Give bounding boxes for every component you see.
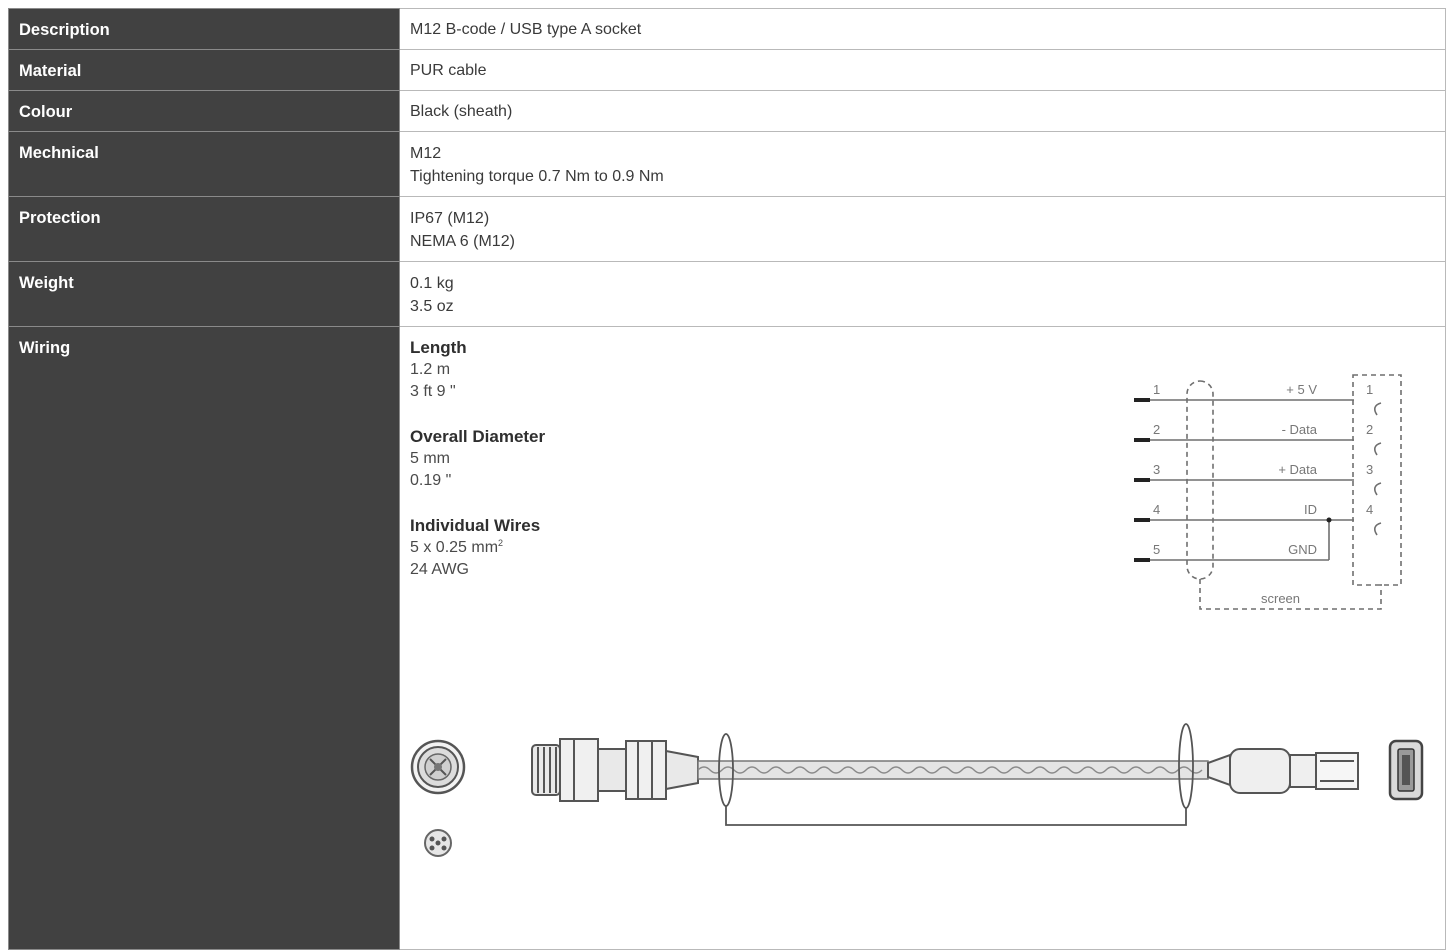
spec-value: M12 Tightening torque 0.7 Nm to 0.9 Nm [399, 131, 1446, 197]
spec-table: Description M12 B-code / USB type A sock… [8, 8, 1446, 950]
pin-stub-5 [1134, 558, 1150, 562]
diameter-imperial: 0.19 " [410, 472, 452, 489]
wiring-cell: Length 1.2 m 3 ft 9 " Overall Diameter 5… [399, 326, 1446, 950]
screen-label: screen [1261, 591, 1300, 606]
signal-label: GND [1288, 542, 1317, 557]
spec-value: M12 B-code / USB type A socket [399, 8, 1446, 50]
spec-value: Black (sheath) [399, 90, 1446, 132]
spec-value-line: Tightening torque 0.7 Nm to 0.9 Nm [410, 168, 664, 185]
m12-pin-face-icon [424, 829, 452, 857]
spec-row-wiring: Wiring Length 1.2 m 3 ft 9 " Overall Dia… [8, 326, 1446, 950]
signal-label: ID [1304, 502, 1317, 517]
spec-value: 0.1 kg 3.5 oz [399, 261, 1446, 327]
length-block: Length 1.2 m 3 ft 9 " [410, 337, 1435, 403]
right-pin-label: 4 [1366, 502, 1373, 517]
diameter-block: Overall Diameter 5 mm 0.19 " [410, 426, 1435, 492]
spec-label: Wiring [8, 326, 400, 950]
spec-value-line: M12 B-code / USB type A socket [410, 21, 642, 38]
spec-value-line: 3.5 oz [410, 298, 454, 315]
diameter-heading: Overall Diameter [410, 427, 546, 446]
screen-shield [1186, 380, 1214, 580]
spec-value-line: NEMA 6 (M12) [410, 233, 515, 250]
spec-value: PUR cable [399, 49, 1446, 91]
spec-row-material: Material PUR cable [8, 49, 1446, 91]
left-pin-label: 4 [1153, 502, 1160, 517]
socket-contact-3 [1373, 482, 1382, 496]
signal-label: + 5 V [1286, 382, 1317, 397]
right-pin-label: 3 [1366, 462, 1373, 477]
squared-superscript: 2 [498, 538, 504, 548]
m12-face-icon [410, 739, 466, 795]
spec-label: Material [8, 49, 400, 91]
length-dimension [718, 723, 1194, 826]
usb-plug-drawing [1207, 748, 1359, 794]
wires-block: Individual Wires 5 x 0.25 mm2 24 AWG [410, 515, 1435, 581]
pin-stub-1 [1134, 398, 1150, 402]
diameter-metric: 5 mm [410, 450, 450, 467]
spec-label: Mechnical [8, 131, 400, 197]
left-pin-label: 2 [1153, 422, 1160, 437]
cable-drawing [410, 723, 1424, 857]
socket-contact-1 [1373, 402, 1382, 416]
left-pin-label: 5 [1153, 542, 1160, 557]
right-pin-label: 2 [1366, 422, 1373, 437]
socket-contact-4 [1373, 522, 1382, 536]
wires-cross-section: 5 x 0.25 mm2 [410, 537, 1435, 559]
socket-contact-2 [1373, 442, 1382, 456]
spec-value-line: Black (sheath) [410, 103, 513, 120]
usb-socket-face-icon [1388, 739, 1424, 801]
right-pin-label: 1 [1366, 382, 1373, 397]
signal-label: + Data [1278, 462, 1317, 477]
spec-label: Colour [8, 90, 400, 132]
pin-stub-2 [1134, 438, 1150, 442]
signal-label: - Data [1282, 422, 1318, 437]
spec-row-colour: Colour Black (sheath) [8, 90, 1446, 132]
length-heading: Length [410, 338, 467, 357]
spec-label: Protection [8, 196, 400, 262]
screen-return [1199, 579, 1382, 610]
junction-dot [1326, 517, 1332, 523]
left-pin-label: 1 [1153, 382, 1160, 397]
spec-label: Weight [8, 261, 400, 327]
spec-value-line: IP67 (M12) [410, 210, 490, 227]
page: { "rows": [ {"label": "Description", "va… [8, 8, 1446, 950]
spec-value-line: 0.1 kg [410, 275, 454, 292]
wires-cross-section-value: 5 x 0.25 mm [410, 539, 499, 556]
spec-row-protection: Protection IP67 (M12) NEMA 6 (M12) [8, 196, 1446, 262]
length-metric: 1.2 m [410, 361, 451, 378]
pin-stub-4 [1134, 518, 1150, 522]
spec-label: Description [8, 8, 400, 50]
pin-stub-3 [1134, 478, 1150, 482]
cable-body [697, 760, 1209, 780]
usb-socket-housing [1352, 374, 1402, 586]
left-pin-label: 3 [1153, 462, 1160, 477]
m12-connector-drawing [531, 738, 699, 802]
wires-heading: Individual Wires [410, 516, 541, 535]
spec-row-description: Description M12 B-code / USB type A sock… [8, 8, 1446, 50]
pinout-diagram: 1 2 3 4 5 + 5 V - Data + Data ID GND 1 2… [1134, 374, 1402, 610]
spec-row-mechanical: Mechnical M12 Tightening torque 0.7 Nm t… [8, 131, 1446, 197]
spec-row-weight: Weight 0.1 kg 3.5 oz [8, 261, 1446, 327]
wires-awg: 24 AWG [410, 561, 469, 578]
spec-value: IP67 (M12) NEMA 6 (M12) [399, 196, 1446, 262]
spec-value-line: PUR cable [410, 62, 487, 79]
length-imperial: 3 ft 9 " [410, 383, 456, 400]
spec-value-line: M12 [410, 145, 442, 162]
